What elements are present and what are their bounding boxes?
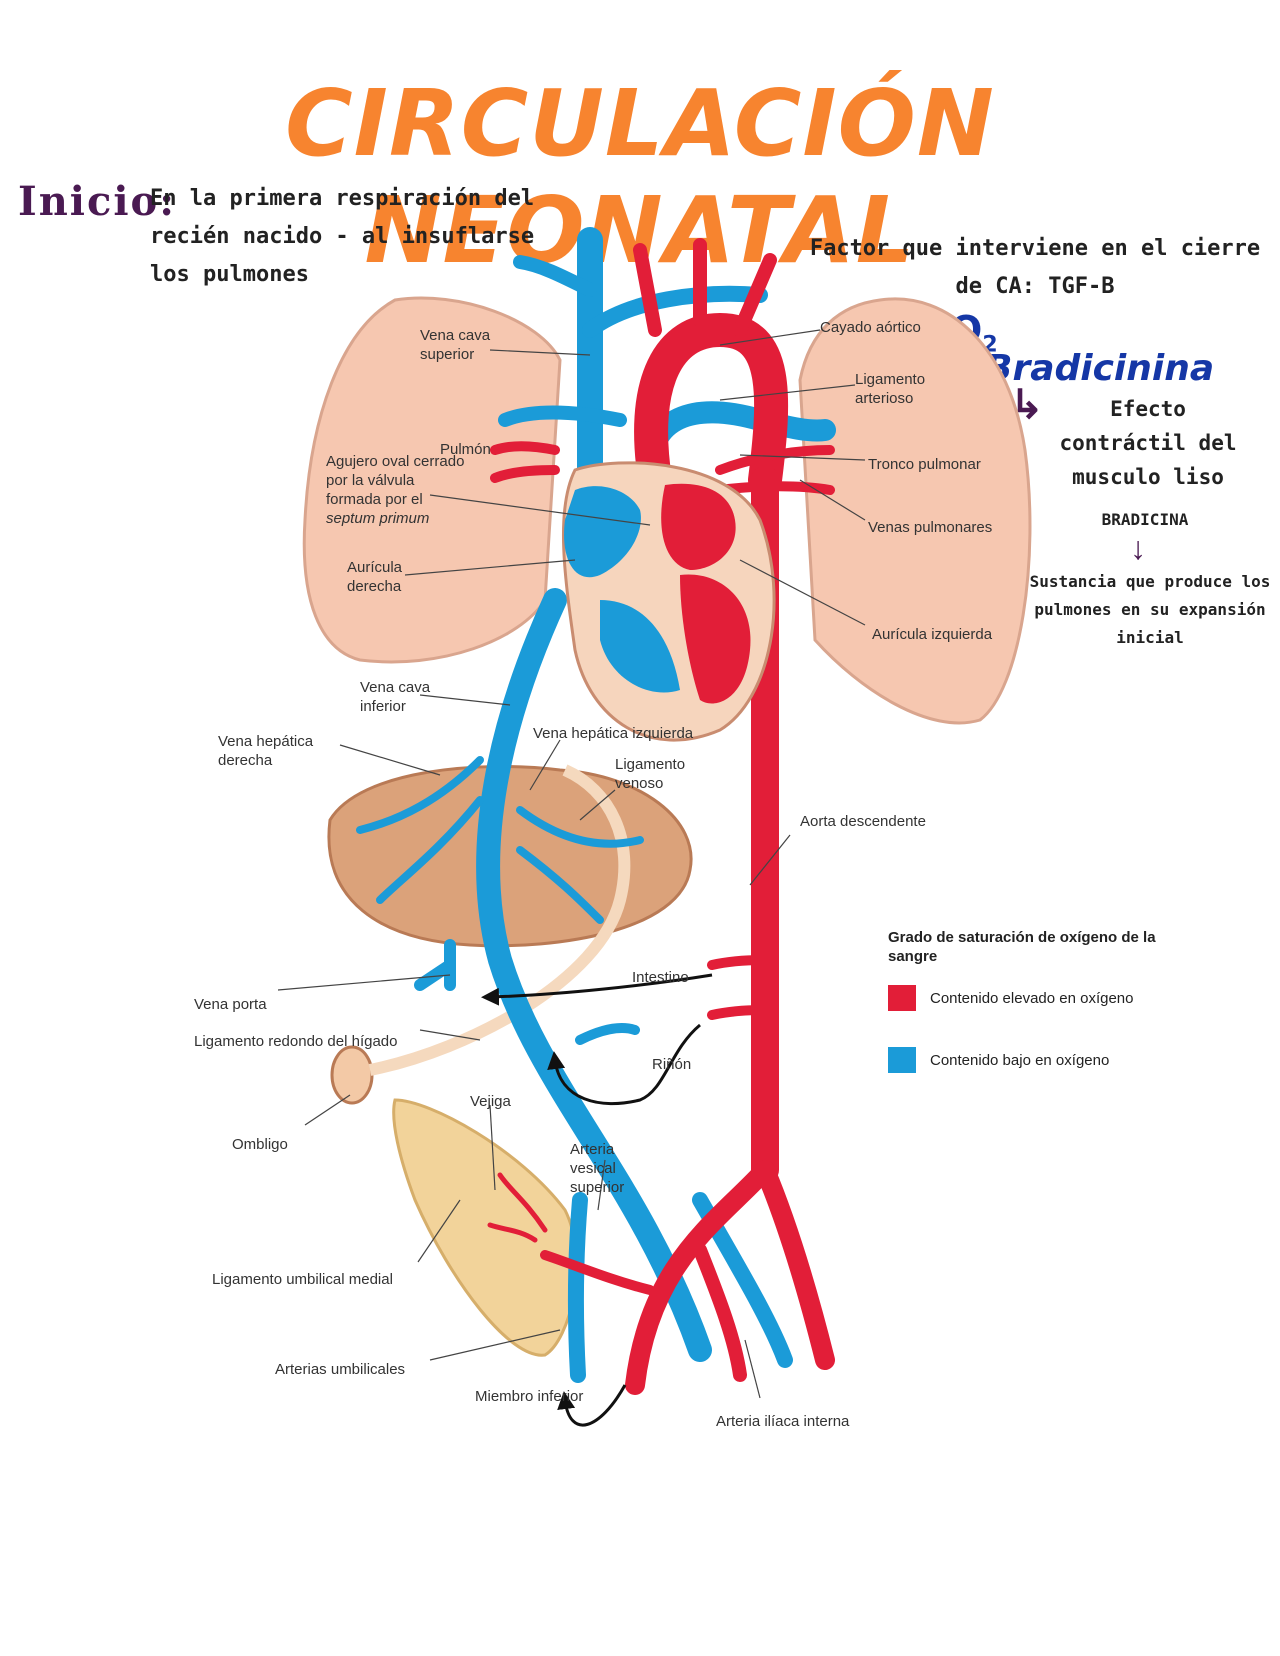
legend-title: Grado de saturación de oxígeno de la san… — [888, 929, 1156, 965]
label-miembro-inferior: Miembro inferior — [475, 1388, 584, 1405]
sustancia-note: Sustancia que produce los pulmones en su… — [1029, 572, 1271, 647]
svc-branch-right — [513, 255, 597, 297]
label-rinon: Riñón — [652, 1056, 692, 1073]
renal-vein — [575, 1023, 640, 1045]
label-vena-hepatica-derecha: Vena hepática derecha — [218, 733, 314, 769]
internal-iliac — [693, 1243, 747, 1382]
iliac-right — [755, 1160, 835, 1370]
legend-low-swatch — [888, 1047, 916, 1073]
label-agujero-oval: Agujero oval cerrado por la válvula form… — [326, 453, 465, 527]
pulmonary-veins-right — [490, 441, 560, 483]
label-aorta-descendente: Aorta descendente — [800, 813, 926, 830]
efecto-note: Efecto contráctil del musculo liso — [1059, 397, 1237, 489]
ivc-lower-left — [567, 1192, 588, 1383]
label-ligamento-redondo: Ligamento redondo del hígado — [194, 1033, 398, 1050]
leader-lines — [277, 329, 866, 1399]
flow-arrows — [481, 973, 713, 1427]
label-auricula-derecha: Aurícula derecha — [347, 559, 403, 595]
vesical-artery — [487, 1172, 548, 1243]
label-vena-porta: Vena porta — [194, 996, 267, 1013]
umbilical-artery — [540, 1250, 655, 1295]
iliac-left — [625, 1160, 775, 1395]
label-auricula-izquierda: Aurícula izquierda — [872, 626, 993, 643]
label-vena-cava-inferior: Vena cava inferior — [360, 679, 431, 715]
inicio-label: Inicio: — [18, 178, 176, 225]
label-vena-hepatica-izquierda: Vena hepática izquierda — [533, 725, 694, 742]
left-ventricle — [680, 574, 751, 704]
down-arrow-icon: ↓ — [1130, 530, 1146, 566]
liver — [327, 765, 693, 948]
left-atrium — [661, 483, 736, 570]
label-ligamento-umbilical-medial: Ligamento umbilical medial — [212, 1271, 393, 1288]
label-arteria-vesical-superior: Arteria vesical superior — [570, 1141, 625, 1196]
label-vejiga: Vejiga — [470, 1093, 511, 1110]
aortic-branches — [633, 238, 777, 337]
pulmonary-artery-right — [498, 405, 627, 427]
bradicina-heading: BRADICINA — [1101, 510, 1189, 529]
label-ligamento-venoso: Ligamento venoso — [615, 756, 686, 792]
svc-branch — [582, 285, 768, 338]
right-lung — [302, 296, 562, 664]
label-tronco-pulmonar: Tronco pulmonar — [868, 456, 981, 473]
label-ligamento-arterioso: Ligamento arterioso — [855, 371, 926, 407]
legend-low-label: Contenido bajo en oxígeno — [930, 1051, 1110, 1069]
label-vena-cava-superior: Vena cava superior — [420, 327, 491, 363]
umbilicus — [330, 1045, 374, 1105]
inicio-note: En la primera respiración del recién nac… — [150, 186, 535, 287]
legend-high: Contenido elevado en oxígeno — [888, 985, 1134, 1011]
aortic-arch — [634, 312, 789, 497]
portal-vein — [414, 939, 456, 991]
legend-high-swatch — [888, 985, 916, 1011]
left-lung — [798, 297, 1032, 725]
renal-artery — [707, 955, 770, 1020]
label-arterias-umbilicales: Arterias umbilicales — [275, 1361, 406, 1378]
label-ombligo: Ombligo — [232, 1136, 288, 1153]
label-arteria-iliaca-interna: Arteria ilíaca interna — [716, 1413, 850, 1430]
label-venas-pulmonares: Venas pulmonares — [868, 519, 993, 536]
factor-note: Factor que interviene en el cierre de CA… — [809, 236, 1261, 299]
bradicinina-note: Bradicinina — [985, 348, 1215, 389]
label-pulmon: Pulmón — [440, 441, 491, 458]
bladder — [392, 1098, 578, 1357]
page-title: CIRCULACIÓN NEONATAL — [285, 70, 995, 284]
inferior-vena-cava — [476, 588, 712, 1362]
right-ventricle — [600, 600, 680, 693]
label-cayado-aortico: Cayado aórtico — [820, 319, 921, 336]
hepatic-veins — [356, 756, 644, 924]
legend-high-label: Contenido elevado en oxígeno — [930, 989, 1134, 1007]
round-ligament — [368, 764, 631, 1076]
legend-low: Contenido bajo en oxígeno — [888, 1047, 1109, 1073]
label-intestino: Intestino — [632, 969, 689, 986]
right-atrium — [564, 486, 641, 578]
